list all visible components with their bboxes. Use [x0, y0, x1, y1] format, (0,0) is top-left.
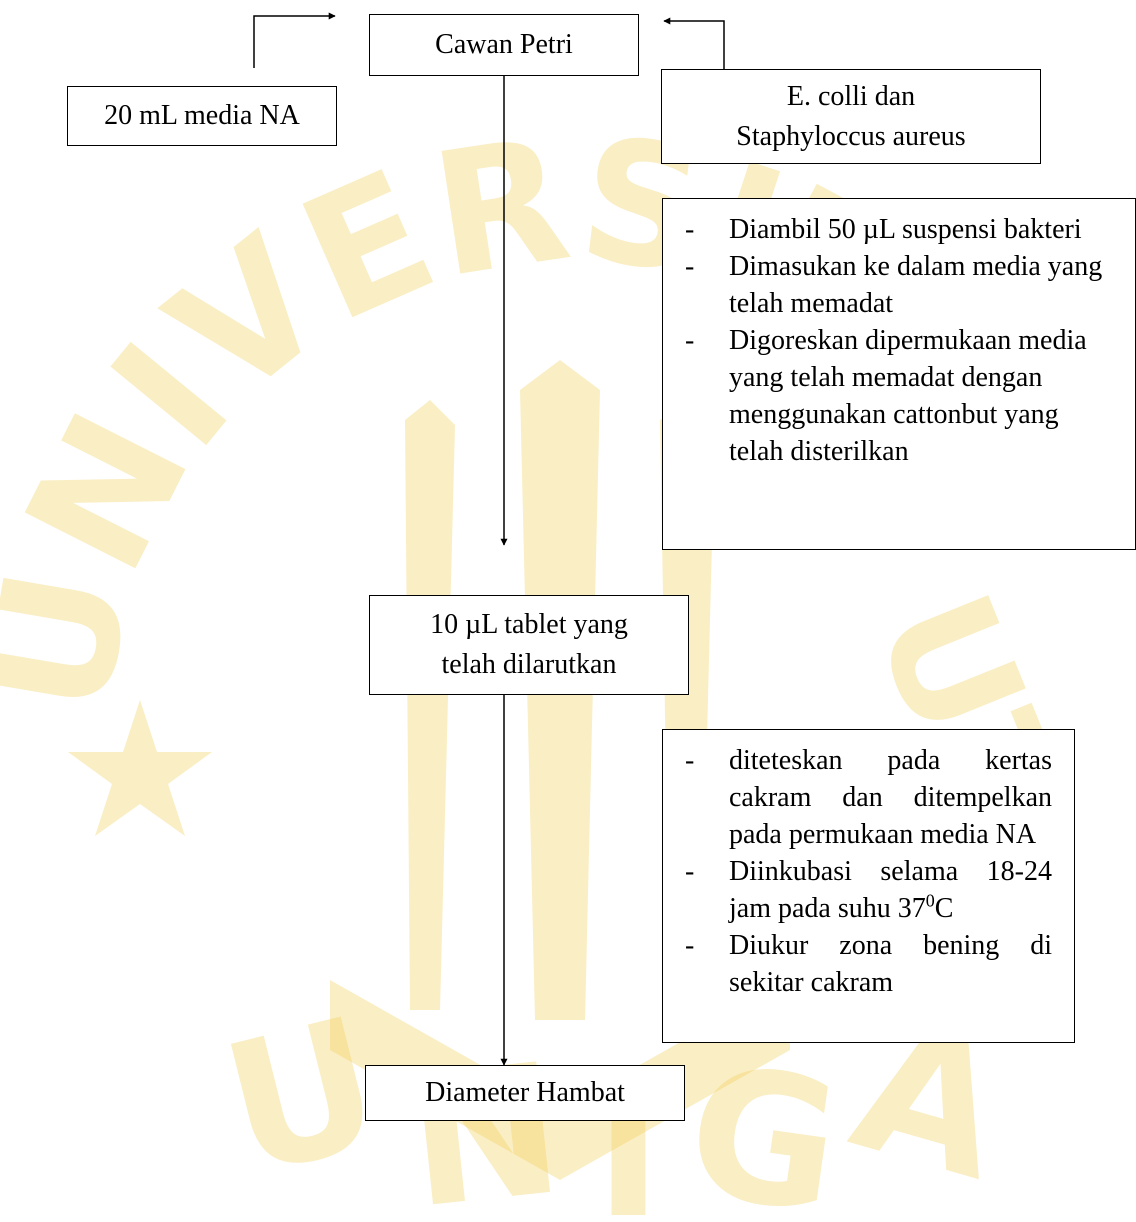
note-pengujian: diteteskan pada kertas cakram dan ditemp… — [662, 729, 1075, 1043]
note-pengujian-item-2-unit: C — [934, 893, 954, 924]
watermark-letter-g: G — [676, 1027, 851, 1222]
node-diameter-hambat: Diameter Hambat — [365, 1065, 685, 1121]
node-media-na-label: 20 mL media NA — [104, 100, 300, 131]
note-pengujian-item-1: diteteskan pada kertas cakram dan ditemp… — [663, 742, 1052, 853]
node-bakteri-line-1: E. colli dan — [786, 80, 916, 112]
watermark-emblem-left — [405, 400, 455, 1010]
note-pengujian-item-2-text: Diinkubasi selama 18-24 jam pada suhu 37 — [729, 856, 1052, 924]
note-pengujian-item-3: Diukur zona bening di sekitar cakram — [663, 927, 1052, 1001]
note-inokulasi-item-3: Digoreskan dipermukaan media yang telah … — [663, 322, 1111, 470]
arrow-bakteri-to-cawan — [663, 17, 725, 69]
node-media-na: 20 mL media NA — [67, 86, 337, 146]
note-inokulasi: Diambil 50 µL suspensi bakteri Dimasukan… — [662, 198, 1136, 550]
watermark-letter-n: N — [399, 1025, 571, 1222]
node-cawan-petri-label: Cawan Petri — [435, 29, 573, 60]
note-inokulasi-item-1: Diambil 50 µL suspensi bakteri — [663, 211, 1111, 248]
watermark-star — [68, 700, 212, 836]
node-tablet-line-1: 10 µL tablet yang — [430, 609, 628, 640]
node-tablet-line-2: telah dilarutkan — [441, 649, 617, 680]
node-bakteri: E. colli dan Staphyloccus aureus — [661, 69, 1041, 164]
node-bakteri-line-2: Staphyloccus aureus — [736, 120, 966, 152]
node-diameter-hambat-label: Diameter Hambat — [425, 1077, 625, 1108]
note-pengujian-item-2: Diinkubasi selama 18-24 jam pada suhu 37… — [663, 853, 1052, 927]
arrow-media-to-cawan — [253, 12, 336, 68]
note-inokulasi-item-2: Dimasukan ke dalam media yang telah mema… — [663, 248, 1111, 322]
node-cawan-petri: Cawan Petri — [369, 14, 639, 76]
note-pengujian-item-2-sup: 0 — [925, 890, 935, 911]
node-tablet: 10 µL tablet yang telah dilarutkan — [369, 595, 689, 695]
